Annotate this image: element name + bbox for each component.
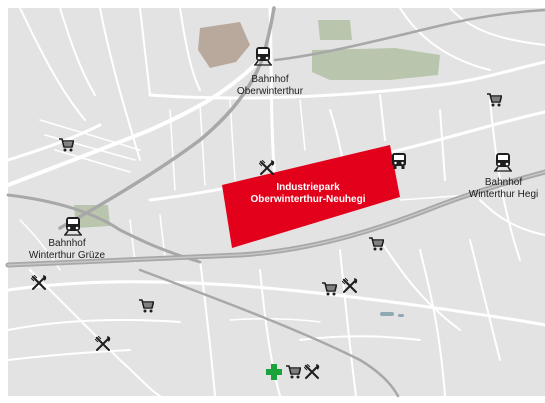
industrial-park-area <box>222 145 400 248</box>
train-icon <box>64 217 82 236</box>
pond <box>380 312 394 316</box>
shopping-cart-icon <box>59 138 74 152</box>
railway-northeast <box>273 8 545 62</box>
industrial-park-label-line2: Oberwinterthur-Neuhegi <box>250 194 366 205</box>
green-area-north <box>312 48 440 80</box>
industrial-park-label-line1: Industriepark <box>276 182 340 193</box>
fork-knife-icon <box>342 278 358 293</box>
green-area-small <box>318 20 352 40</box>
pharmacy-cross-icon <box>266 364 282 380</box>
fork-knife-icon <box>259 160 275 175</box>
station-label-hegi-line2: Winterthur Hegi <box>468 189 539 200</box>
industrial-park-label: Industriepark Oberwinterthur-Neuhegi <box>228 182 388 206</box>
fork-knife-icon <box>95 336 111 351</box>
shopping-cart-icon <box>369 237 384 251</box>
railway-north <box>58 6 276 230</box>
shopping-cart-icon <box>487 93 502 107</box>
railway-west <box>6 193 202 264</box>
fork-knife-icon <box>304 364 320 379</box>
train-icon <box>494 153 512 172</box>
train-icon <box>254 47 272 66</box>
fork-knife-icon <box>31 275 47 290</box>
railways <box>5 6 545 398</box>
streets <box>6 6 545 397</box>
bus-icon <box>392 153 406 169</box>
station-label-oberwinterthur: Bahnhof Oberwinterthur <box>220 74 320 98</box>
station-label-oberwinterthur-line2: Oberwinterthur <box>236 86 304 97</box>
built-area-north <box>198 22 250 68</box>
shopping-cart-icon <box>139 299 154 313</box>
station-label-hegi-line1: Bahnhof <box>484 177 523 188</box>
shopping-cart-icon <box>322 282 337 296</box>
station-label-grueze: Bahnhof Winterthur Grüze <box>12 238 122 262</box>
railway-southeast <box>138 268 400 398</box>
station-label-grueze-line1: Bahnhof <box>48 238 86 249</box>
station-label-hegi: Bahnhof Winterthur Hegi <box>456 177 545 201</box>
shopping-cart-icon <box>286 365 301 379</box>
station-label-oberwinterthur-line1: Bahnhof <box>251 74 289 85</box>
station-label-grueze-line2: Winterthur Grüze <box>28 250 106 261</box>
pond-small <box>398 314 404 317</box>
